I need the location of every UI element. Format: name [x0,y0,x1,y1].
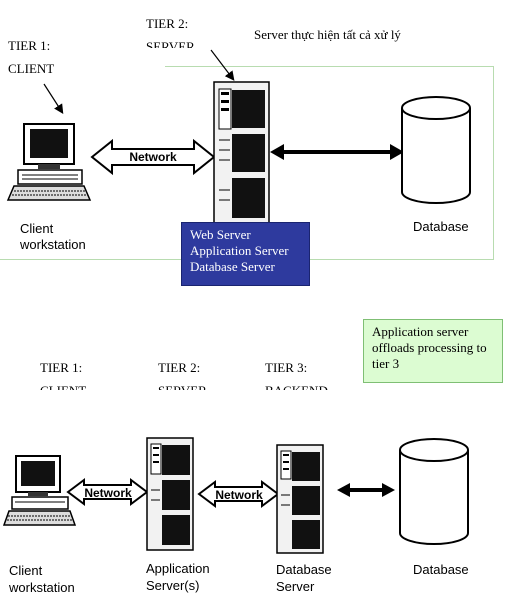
server-roles-box: Web Server Application Server Database S… [181,222,310,286]
top-network-label: Network [129,150,177,164]
bottom-client-label-line2: workstation [9,580,75,595]
bottom-database-icon [399,438,469,545]
top-tier1-subtitle: CLIENT [8,61,55,76]
bottom-app-server-icon [146,437,194,551]
bottom-db-server-label-line1: Database [276,562,332,577]
bottom-note-text: Application server offloads processing t… [372,324,487,371]
top-server-tower-icon [213,81,270,225]
bottom-tier3-subtitle: BACKEND [265,383,335,390]
top-tier1-title: TIER 1: [8,38,51,53]
bottom-db-link-arrow-icon [337,483,395,497]
top-client-label-line1: Client [20,221,54,236]
bottom-tier3-title: TIER 3: [265,360,308,375]
bottom-network-label-1: Network [84,486,132,500]
server-role-database: Database Server [190,259,275,274]
top-db-link-arrow-icon [270,144,404,160]
bottom-tier2-subtitle: SERVER [158,383,218,390]
top-frame-right [493,66,494,260]
top-tier2-subtitle: SERVER [146,39,195,48]
bottom-db-server-label-line2: Server [276,579,315,594]
bottom-tier2-title: TIER 2: [158,360,201,375]
bottom-database-label: Database [413,562,469,577]
bottom-app-server-label-line1: Application [146,561,210,576]
server-role-application: Application Server [190,243,289,258]
bottom-client-computer-icon [2,455,77,526]
bottom-app-server-label-line2: Server(s) [146,578,200,593]
top-note: Server thực hiện tất cả xử lý [254,27,401,42]
top-tier2-title: TIER 2: [146,16,189,31]
top-database-icon [401,96,471,204]
top-client-computer-icon [6,123,92,201]
bottom-network-label-2: Network [215,488,263,502]
bottom-db-server-icon [276,444,324,554]
server-role-web: Web Server [190,227,251,242]
bottom-tier1-title: TIER 1: [40,360,83,375]
top-client-label-line2: workstation [20,237,86,252]
bottom-client-label-line1: Client [9,563,43,578]
bottom-tier1-subtitle: CLIENT [40,383,100,390]
bottom-note-box: Application server offloads processing t… [363,319,503,383]
top-frame-top [165,66,494,67]
top-database-label: Database [413,219,469,234]
